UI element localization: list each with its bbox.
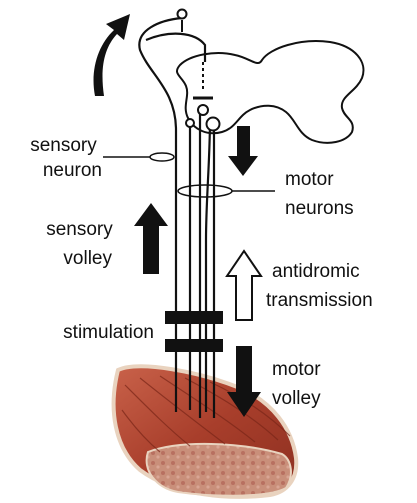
label-motor-volley-line1: motor	[272, 359, 321, 380]
label-sensory-neuron: sensory neuron	[30, 135, 102, 181]
sensory-cell-body	[178, 10, 187, 19]
motor-neuron-soma-large	[207, 118, 220, 131]
label-motor-neurons-line1: motor	[285, 169, 334, 190]
stimulation-electrode-lower	[165, 339, 223, 352]
label-sensory-volley-line2: volley	[63, 248, 112, 269]
label-antidromic-transmission: antidromic transmission	[266, 261, 373, 311]
label-sensory-neuron-line1: sensory	[30, 135, 97, 156]
label-sensory-neuron-line2: neuron	[43, 160, 102, 181]
downward-arrow-motor	[228, 126, 258, 176]
label-motor-volley: motor volley	[272, 359, 326, 409]
motor-neuron-axon-3	[206, 118, 210, 412]
sensory-volley-arrow	[134, 203, 168, 274]
muscle-cross-section	[147, 444, 291, 496]
motor-neuron-soma-small	[186, 119, 194, 127]
label-antidromic-line1: antidromic	[272, 261, 360, 282]
sensory-neuron-marker	[150, 153, 174, 161]
label-sensory-volley: sensory volley	[46, 219, 118, 269]
label-motor-volley-line2: volley	[272, 388, 321, 409]
curved-up-arrow	[94, 14, 130, 96]
sensory-branch	[146, 34, 205, 62]
motor-neuron-soma-mid	[198, 105, 208, 115]
antidromic-arrow	[227, 251, 261, 320]
label-stimulation: stimulation	[63, 322, 154, 343]
label-motor-neurons-line2: neurons	[285, 198, 354, 219]
label-antidromic-line2: transmission	[266, 290, 373, 311]
stimulation-electrode-upper	[165, 311, 223, 324]
motor-neurons-marker	[178, 185, 232, 197]
label-motor-neurons: motor neurons	[285, 169, 354, 219]
label-sensory-volley-line1: sensory	[46, 219, 113, 240]
